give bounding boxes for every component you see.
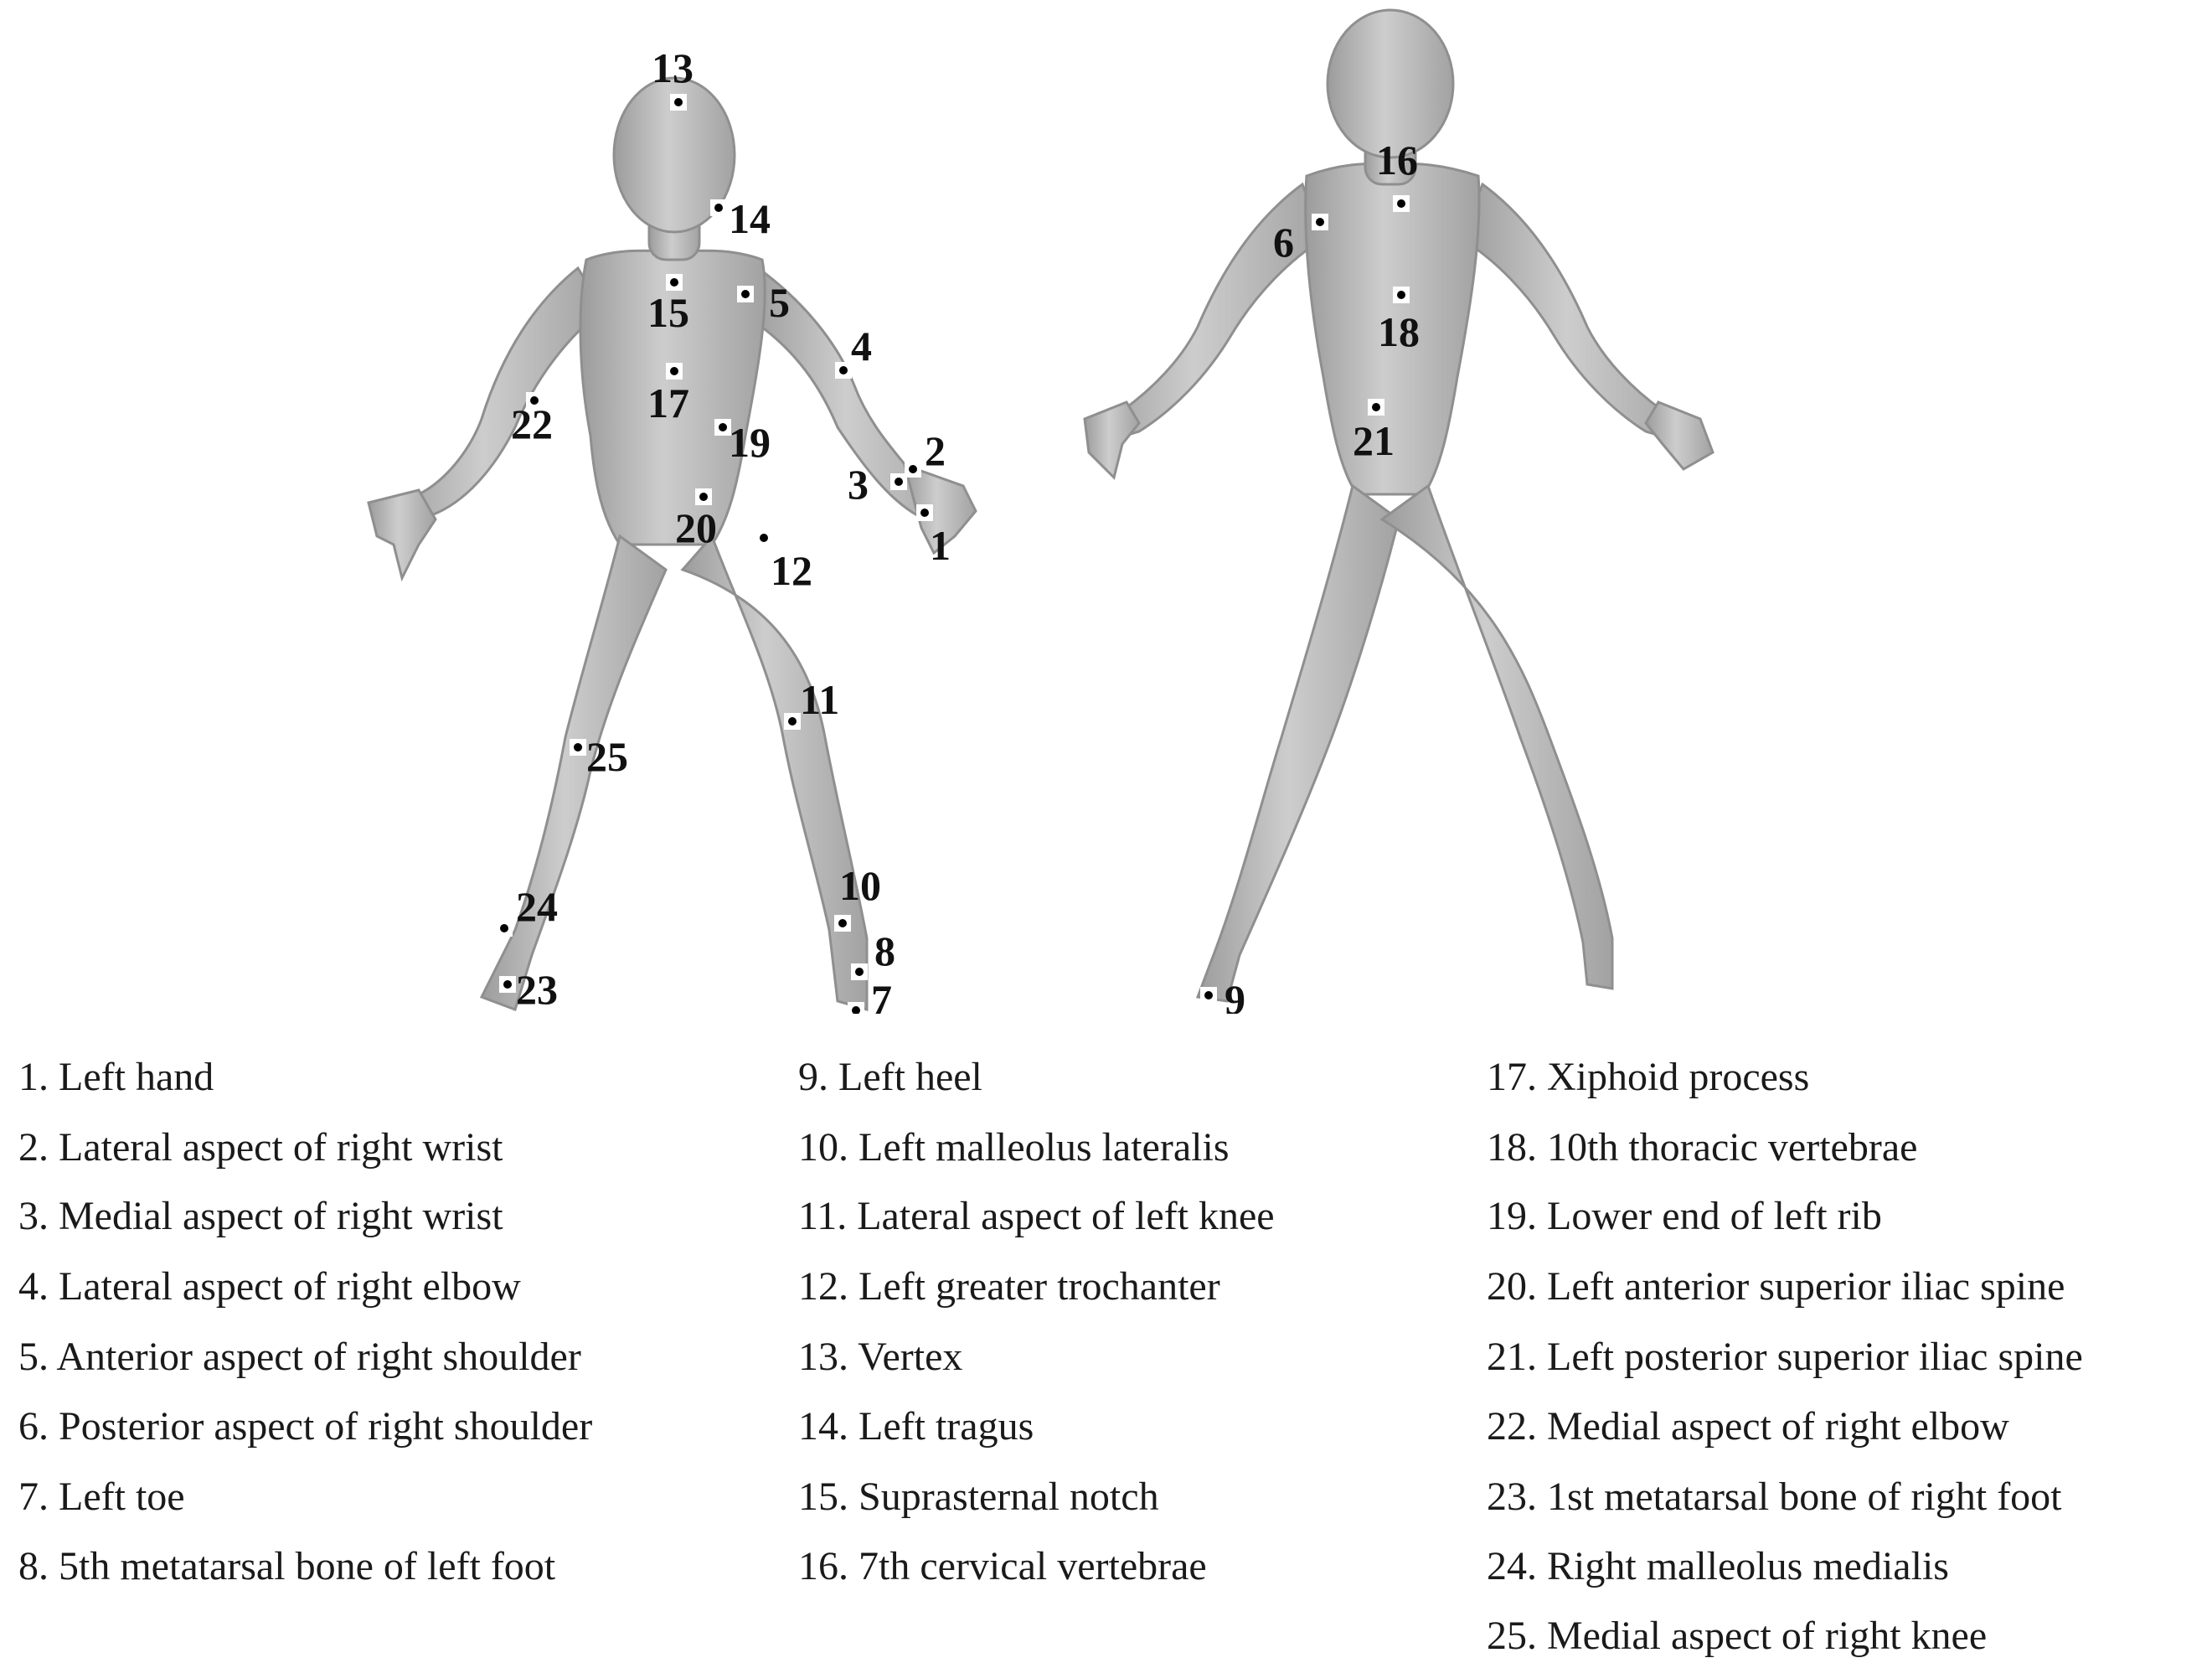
legend-item: 9. Left heel [798, 1055, 982, 1099]
svg-text:18: 18 [1378, 308, 1420, 355]
back-left-hand [1083, 400, 1141, 480]
legend-item: 22. Medial aspect of right elbow [1487, 1404, 2009, 1449]
svg-text:17: 17 [647, 380, 689, 426]
svg-text:14: 14 [729, 195, 771, 242]
marker-2: 2 [905, 427, 946, 478]
marker-5: 5 [737, 279, 790, 326]
svg-text:15: 15 [647, 289, 689, 336]
marker-6: 6 [1273, 214, 1328, 266]
front-left-leg [479, 534, 668, 1011]
legend-item: 25. Medial aspect of right knee [1487, 1614, 1988, 1658]
back-view-figure [1083, 8, 1714, 1003]
legend-item: 7. Left toe [18, 1474, 185, 1519]
landmark-markers: 1 2 3 4 5 6 7 8 [496, 44, 1420, 1014]
legend-item: 4. Lateral aspect of right elbow [18, 1264, 521, 1309]
marker-9: 9 [1200, 976, 1245, 1014]
svg-text:1: 1 [930, 522, 951, 569]
legend-item: 5. Anterior aspect of right shoulder [18, 1335, 581, 1379]
svg-text:21: 21 [1353, 417, 1395, 464]
marker-12: 12 [755, 529, 812, 594]
front-head [612, 76, 736, 234]
marker-17: 17 [647, 363, 689, 426]
body-figure: 1 2 3 4 5 6 7 8 [367, 8, 1714, 1014]
svg-text:2: 2 [925, 427, 946, 474]
marker-8: 8 [851, 927, 895, 980]
svg-text:3: 3 [848, 461, 869, 508]
legend-item: 14. Left tragus [798, 1404, 1034, 1449]
svg-text:10: 10 [839, 862, 881, 909]
legend-item: 12. Left greater trochanter [798, 1264, 1220, 1309]
legend-item: 20. Left anterior superior iliac spine [1487, 1264, 2065, 1309]
svg-text:11: 11 [800, 676, 839, 723]
svg-text:16: 16 [1376, 137, 1418, 183]
legend-item: 16. 7th cervical vertebrae [798, 1544, 1207, 1588]
svg-text:25: 25 [586, 733, 628, 780]
marker-24: 24 [496, 883, 558, 937]
legend-item: 19. Lower end of left rib [1487, 1194, 1882, 1238]
legend-item: 6. Posterior aspect of right shoulder [18, 1404, 593, 1449]
legend-item: 10. Left malleolus lateralis [798, 1125, 1230, 1170]
legend-item: 24. Right malleolus medialis [1487, 1544, 1949, 1588]
svg-text:4: 4 [851, 323, 872, 369]
marker-25: 25 [570, 733, 628, 780]
front-view-figure [367, 76, 977, 1011]
marker-10: 10 [834, 862, 881, 932]
marker-1: 1 [916, 504, 951, 569]
legend-item: 1. Left hand [18, 1055, 214, 1099]
marker-11: 11 [784, 676, 839, 730]
svg-text:7: 7 [871, 976, 892, 1014]
legend-item: 23. 1st metatarsal bone of right foot [1487, 1474, 2062, 1519]
svg-text:12: 12 [771, 547, 812, 594]
svg-text:20: 20 [675, 504, 717, 551]
marker-7: 7 [848, 976, 892, 1014]
marker-20: 20 [675, 488, 717, 551]
legend-item: 17. Xiphoid process [1487, 1055, 1810, 1099]
marker-15: 15 [647, 274, 689, 336]
legend-item: 13. Vertex [798, 1335, 963, 1379]
svg-text:23: 23 [516, 966, 558, 1013]
marker-18: 18 [1378, 287, 1420, 355]
svg-text:6: 6 [1273, 219, 1294, 266]
legend-item: 18. 10th thoracic vertebrae [1487, 1125, 1918, 1170]
marker-4: 4 [835, 323, 872, 379]
svg-text:8: 8 [874, 927, 895, 974]
front-left-hand [367, 488, 437, 582]
back-right-hand [1644, 400, 1714, 471]
svg-text:19: 19 [729, 419, 771, 466]
marker-3: 3 [848, 461, 907, 508]
marker-22: 22 [511, 392, 553, 447]
legend-item: 15. Suprasternal notch [798, 1474, 1159, 1519]
front-right-leg [680, 534, 869, 1011]
back-left-leg [1195, 483, 1400, 1003]
legend-item: 3. Medial aspect of right wrist [18, 1194, 503, 1238]
back-right-leg [1379, 483, 1614, 990]
marker-19: 19 [714, 419, 771, 466]
marker-16: 16 [1376, 137, 1418, 212]
legend-item: 11. Lateral aspect of left knee [798, 1194, 1275, 1238]
svg-text:13: 13 [652, 44, 694, 91]
svg-text:9: 9 [1225, 976, 1245, 1014]
marker-13: 13 [652, 44, 694, 111]
legend-item: 8. 5th metatarsal bone of left foot [18, 1544, 556, 1588]
marker-21: 21 [1353, 399, 1395, 464]
svg-text:5: 5 [769, 279, 790, 326]
legend-item: 21. Left posterior superior iliac spine [1487, 1335, 2083, 1379]
marker-14: 14 [710, 195, 771, 242]
legend-item: 2. Lateral aspect of right wrist [18, 1125, 503, 1170]
svg-text:24: 24 [516, 883, 558, 930]
marker-23: 23 [499, 966, 558, 1013]
svg-text:22: 22 [511, 400, 553, 447]
front-right-hand [902, 462, 977, 555]
back-head [1326, 8, 1455, 159]
